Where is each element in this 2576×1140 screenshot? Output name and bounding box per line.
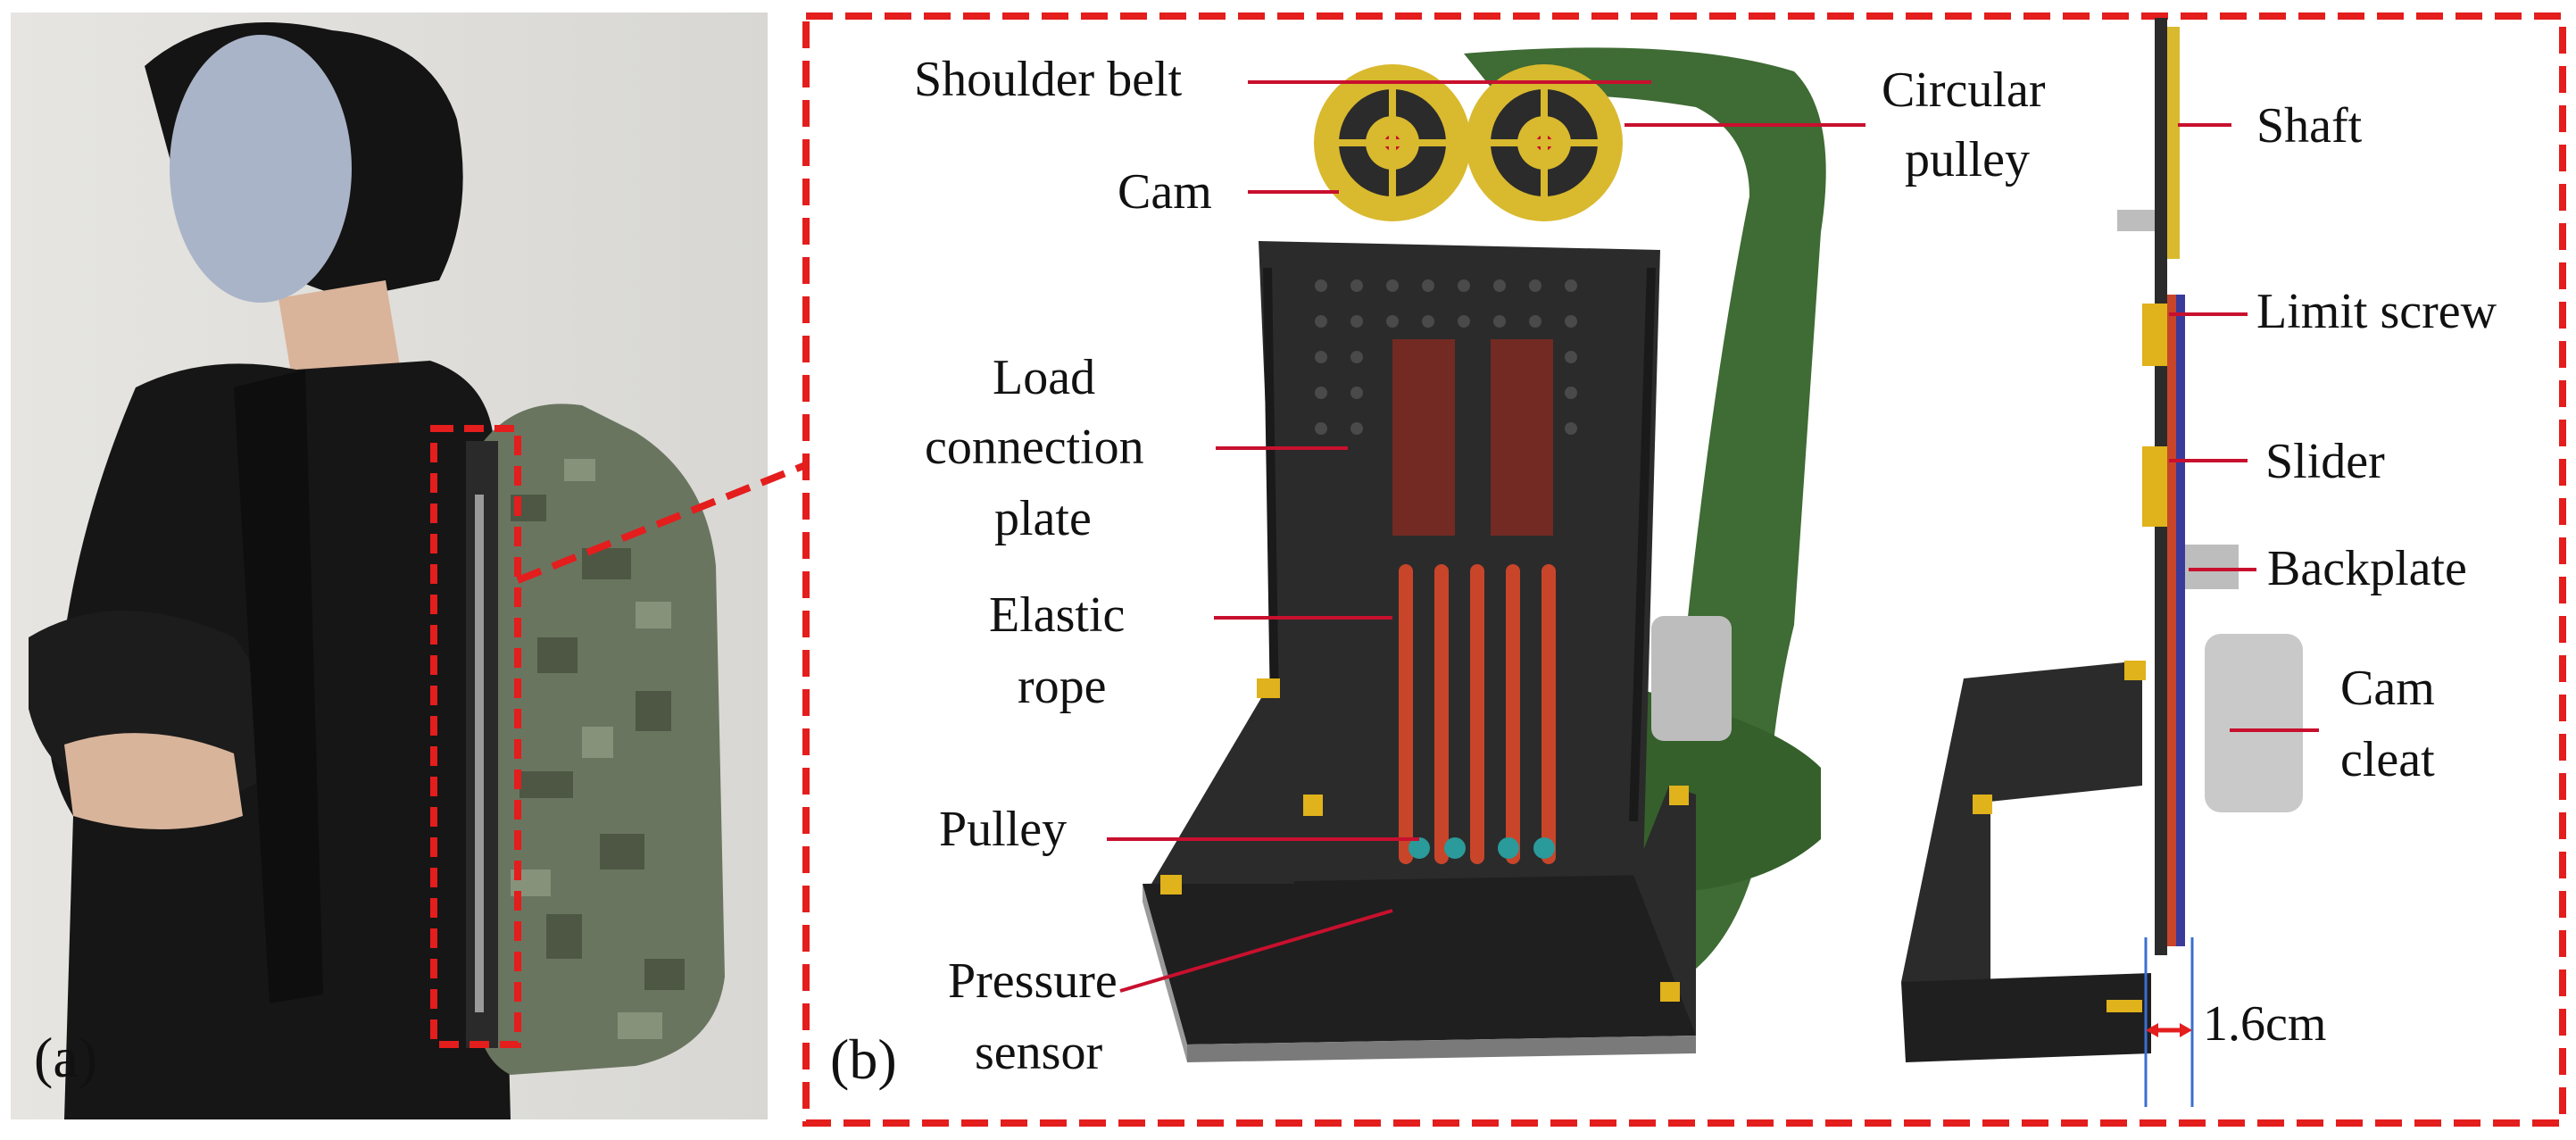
label-backplate: Backplate	[2267, 541, 2467, 596]
label-elastic-rope-line1: Elastic	[989, 587, 1126, 643]
label-circular-pulley-line1: Circular	[1882, 62, 2046, 118]
label-elastic-rope-line2: rope	[1018, 659, 1107, 714]
label-circular-pulley-line2: pulley	[1905, 132, 2030, 187]
panel-a-tag: (a)	[34, 1026, 98, 1089]
zoom-connector	[516, 461, 810, 584]
label-cam: Cam	[1118, 164, 1212, 220]
base-shape	[1143, 875, 1696, 1044]
label-load-plate-line2: connection	[925, 420, 1144, 475]
label-load-plate-line1: Load	[993, 350, 1096, 405]
label-shaft: Shaft	[2256, 98, 2363, 154]
label-slider: Slider	[2265, 434, 2385, 489]
highlight-box	[430, 425, 521, 1048]
detail-frame	[802, 12, 2566, 1127]
label-pulley: Pulley	[939, 802, 1068, 857]
cam-cleat-shape	[2205, 634, 2303, 812]
leader-lines	[1107, 80, 2319, 993]
label-load-plate-line3: plate	[994, 491, 1092, 546]
label-limit-screw: Limit screw	[2256, 284, 2497, 339]
backpack-photo	[11, 12, 768, 1119]
load-plate-shape	[1259, 241, 1660, 902]
side-view	[1901, 18, 2303, 1107]
label-pressure-sensor-line2: sensor	[975, 1025, 1103, 1080]
panel-b-tag: (b)	[830, 1028, 897, 1091]
cam-shapes	[1314, 64, 1623, 221]
front-view	[1143, 47, 1826, 1062]
label-cam-cleat-line1: Cam	[2340, 661, 2435, 716]
label-pressure-sensor-line1: Pressure	[948, 953, 1118, 1009]
label-cam-cleat-line2: cleat	[2340, 732, 2435, 787]
photo-illustration	[11, 12, 768, 1119]
face-blur	[170, 35, 352, 303]
label-shoulder-belt: Shoulder belt	[914, 52, 1183, 107]
label-dimension: 1.6cm	[2203, 996, 2327, 1052]
